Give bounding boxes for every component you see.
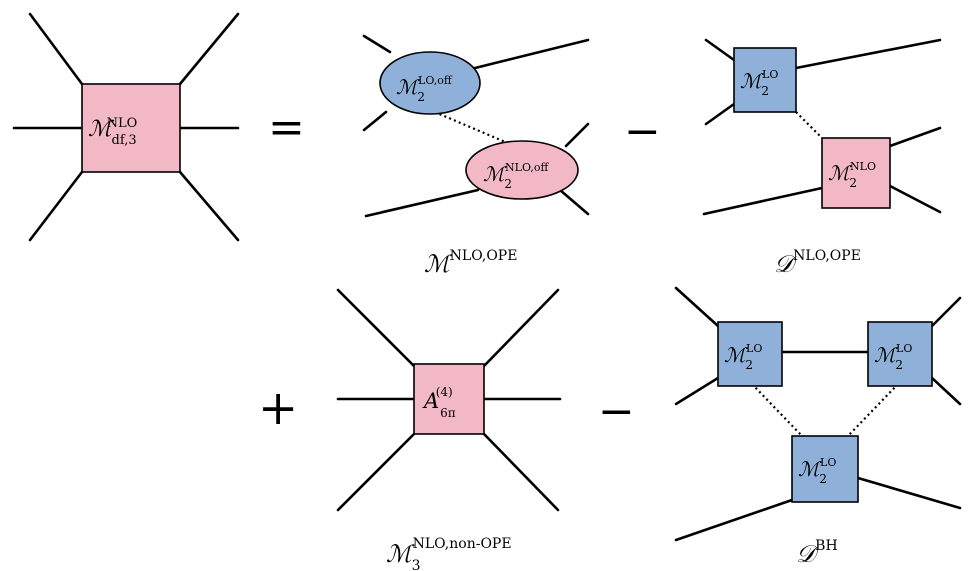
- lo-box-right: [867, 321, 933, 387]
- lo-box-top-label: ℳ2LO: [740, 68, 778, 98]
- term-d-bh: ℳ2LO ℳ2LO ℳ2LO 𝒟BH: [674, 286, 962, 568]
- equals-sign: =: [268, 102, 305, 153]
- minus-sign-1: −: [624, 106, 661, 157]
- contact-box-label: A6π(4): [422, 385, 456, 420]
- lo-box-bottom: [791, 435, 859, 503]
- term-m3-non-ope: A6π(4) ℳ3NLO,non-OPE: [336, 288, 562, 571]
- lo-box-left: [717, 321, 783, 387]
- caption-d-nlo-ope: 𝒟NLO,OPE: [774, 248, 861, 278]
- lo-box-left-label: ℳ2LO: [724, 342, 762, 372]
- nlo-off-blob: [465, 140, 579, 200]
- caption-m-nlo-ope: ℳNLO,OPE: [424, 248, 517, 278]
- nlo-box-bottom: [821, 137, 891, 209]
- lo-box-top: [733, 47, 797, 113]
- nlo-box-bottom-label: ℳ2NLO: [828, 160, 876, 190]
- lhs-diagram: ℳdf,3NLO: [12, 12, 240, 242]
- term-d-nlo-ope: ℳ2LO ℳ2NLO 𝒟NLO,OPE: [702, 38, 942, 278]
- caption-d-bh: 𝒟BH: [796, 538, 838, 568]
- lo-box-right-label: ℳ2LO: [874, 342, 912, 372]
- caption-m3-non-ope: ℳ3NLO,non-OPE: [386, 536, 512, 571]
- lo-box-bottom-label: ℳ2LO: [798, 456, 836, 486]
- lo-off-blob: [379, 51, 481, 115]
- minus-sign-2: −: [598, 386, 635, 437]
- term-m-nlo-ope: ℳ2LO,off ℳ2NLO,off ℳNLO,OPE: [362, 34, 590, 278]
- lhs-label: ℳdf,3NLO: [88, 116, 137, 148]
- contact-box: [413, 363, 485, 435]
- lo-off-label: ℳ2LO,off: [396, 74, 453, 104]
- nlo-off-label: ℳ2NLO,off: [483, 161, 549, 191]
- nlo-three-body-box: [81, 83, 181, 173]
- plus-sign: +: [258, 380, 298, 436]
